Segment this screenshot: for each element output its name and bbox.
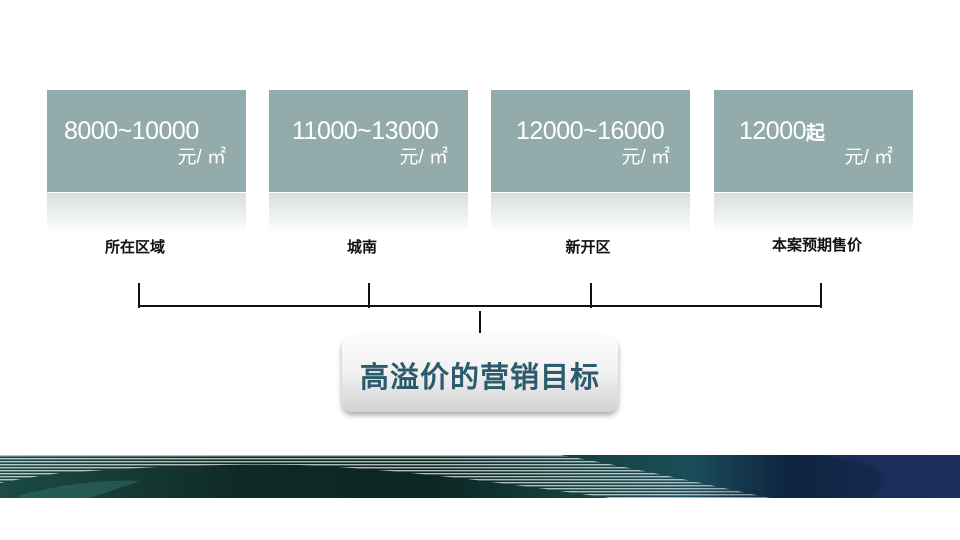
- goal-box: 高溢价的营销目标: [342, 337, 618, 412]
- card-reflection: [269, 193, 468, 233]
- label-region: 所在区域: [104, 238, 166, 256]
- price-range: 8000~10000: [64, 117, 199, 145]
- label-xinkaiqu: 新开区: [565, 238, 611, 256]
- connector-tick: [138, 283, 140, 308]
- price-unit: 元/ ㎡: [399, 147, 448, 168]
- connector-tick: [368, 283, 370, 308]
- connector-tick: [820, 283, 822, 308]
- price-range: 12000~16000: [516, 117, 665, 145]
- connector-tick: [590, 283, 592, 308]
- connector-stem: [479, 311, 481, 333]
- price-card-xinkaiqu: 12000~16000 元/ ㎡: [491, 90, 690, 192]
- label-project-price: 本案预期售价: [771, 236, 863, 254]
- decorative-banner: [0, 455, 960, 498]
- price-card-chengnan: 11000~13000 元/ ㎡: [269, 90, 468, 192]
- price-unit: 元/ ㎡: [621, 147, 670, 168]
- price-range: 11000~13000: [292, 117, 439, 145]
- card-reflection: [47, 193, 246, 233]
- price-unit: 元/ ㎡: [177, 147, 226, 168]
- price-card-project: 12000起 元/ ㎡: [714, 90, 913, 192]
- card-reflection: [491, 193, 690, 233]
- goal-text: 高溢价的营销目标: [359, 359, 600, 394]
- label-chengnan: 城南: [346, 238, 378, 256]
- price-card-region: 8000~10000 元/ ㎡: [47, 90, 246, 192]
- card-reflection: [714, 193, 913, 233]
- price-range: 12000起: [739, 117, 825, 145]
- wave-lines-graphic: [0, 455, 960, 498]
- price-unit: 元/ ㎡: [844, 147, 893, 168]
- connector-bar: [138, 305, 822, 307]
